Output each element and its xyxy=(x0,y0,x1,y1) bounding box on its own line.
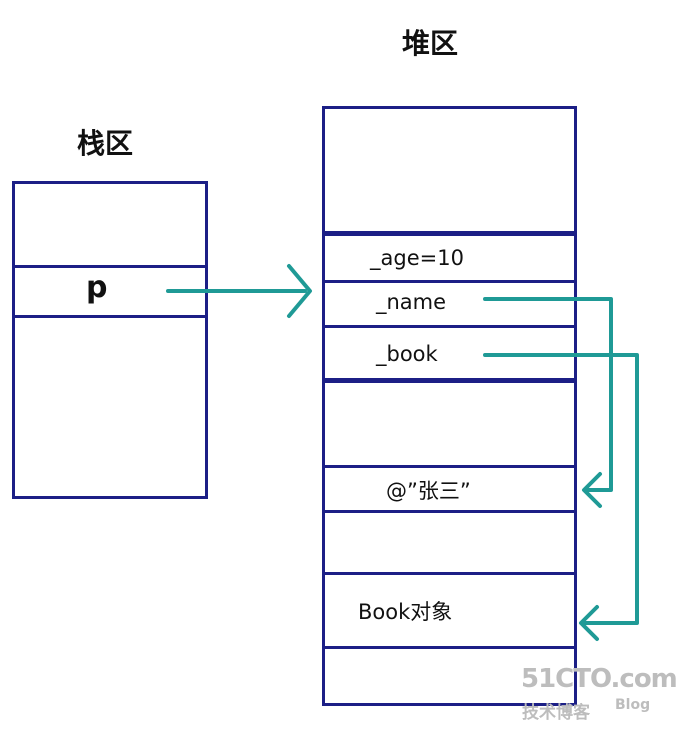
heap-divider-5 xyxy=(322,465,577,468)
heap-divider-7 xyxy=(322,572,577,575)
stack-divider-bottom xyxy=(12,315,208,318)
heap-book-field: _book xyxy=(376,342,438,366)
book-to-object-arrow xyxy=(483,353,639,641)
heap-divider-6 xyxy=(322,510,577,513)
heap-divider-4 xyxy=(322,378,577,383)
heap-divider-8 xyxy=(322,646,577,649)
stack-title: 栈区 xyxy=(77,127,134,160)
heap-title: 堆区 xyxy=(402,27,459,60)
heap-divider-1 xyxy=(322,231,577,236)
pointer-arrows xyxy=(166,264,639,641)
heap-region xyxy=(322,106,577,706)
stack-region xyxy=(12,181,208,499)
stack-divider-top xyxy=(12,265,208,268)
watermark-sub: 技术博客 xyxy=(522,703,590,723)
stack-pointer-p: p xyxy=(86,270,108,305)
heap-age-field: _age=10 xyxy=(370,246,464,270)
heap-string-object: @”张三” xyxy=(386,479,471,503)
heap-divider-3 xyxy=(322,325,577,328)
heap-divider-2 xyxy=(322,280,577,283)
heap-book-object: Book对象 xyxy=(358,600,453,624)
heap-name-field: _name xyxy=(376,290,447,314)
watermark-brand: 51CTO.com xyxy=(521,664,677,694)
name-to-string-arrow xyxy=(483,297,613,508)
p-to-object-arrow xyxy=(166,264,312,318)
watermark-blog: Blog xyxy=(615,697,651,713)
